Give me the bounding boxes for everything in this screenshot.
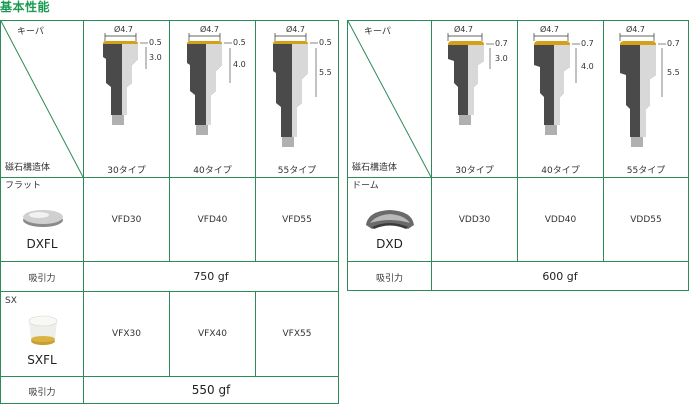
dim-height-label: 3.0 [149, 53, 162, 62]
product-vdd40: VDD40 [544, 215, 577, 225]
diameter-label: Ø4.7 [626, 24, 645, 34]
sxfl-model-label: SXFL [27, 353, 57, 367]
keeper-label: キーパ [364, 27, 391, 37]
sx-force-label: 吸引力 [28, 388, 56, 398]
dim-top-label: 0.5 [149, 38, 162, 47]
keeper-55-cell: Ø4.7 0.5 5.5 55タイプ [256, 21, 338, 177]
product-vfx40: VFX40 [198, 329, 227, 339]
right-spec-table: キーパ 磁石構造体 Ø4.7 0.7 3.0 30タイプ Ø4.7 [347, 20, 689, 291]
keeper-30-diagram: Ø4.7 0.5 3.0 [103, 24, 162, 125]
magnet-structure-label: 磁石構造体 [352, 163, 398, 173]
magnet-structure-label: 磁石構造体 [5, 163, 51, 173]
diameter-label: Ø4.7 [540, 24, 559, 34]
flat-category-label: フラット [5, 181, 42, 191]
keeper-40-diagram: Ø4.7 0.5 4.0 [187, 24, 246, 135]
dxfl-magnet-image [23, 210, 63, 227]
dim-height-label: 4.0 [233, 60, 246, 69]
flat-force-label: 吸引力 [28, 274, 56, 284]
sx-force-value: 550 gf [191, 383, 231, 397]
left-spec-table: キーパ 磁石構造体 Ø4.7 0.5 3.0 30タイプ Ø4.7 [0, 20, 339, 404]
keeper-30-cell: Ø4.7 0.7 3.0 30タイプ [432, 21, 517, 177]
type-30-label: 30タイプ [455, 166, 494, 176]
sxfl-magnet-image [28, 315, 58, 345]
keeper-40-cell: Ø4.7 0.5 4.0 40タイプ [170, 21, 255, 177]
dim-height-label: 3.0 [495, 54, 508, 63]
product-vfd30: VFD30 [111, 215, 142, 225]
product-vfd55: VFD55 [282, 215, 312, 225]
dxfl-model-label: DXFL [26, 237, 58, 251]
product-vfx30: VFX30 [112, 329, 141, 339]
dome-force-value: 600 gf [542, 270, 578, 283]
dxd-magnet-image [366, 210, 414, 229]
keeper-30-diagram: Ø4.7 0.7 3.0 [447, 24, 508, 125]
keeper-30-cell: Ø4.7 0.5 3.0 30タイプ [84, 21, 169, 177]
header-diagonal [348, 21, 431, 177]
flat-force-value: 750 gf [193, 270, 229, 283]
dxd-model-label: DXD [376, 237, 403, 251]
keeper-40-diagram: Ø4.7 0.7 4.0 [533, 24, 594, 135]
product-vfx55: VFX55 [282, 329, 312, 339]
header-diagonal [1, 21, 83, 177]
diameter-label: Ø4.7 [200, 24, 219, 34]
type-55-label: 55タイプ [277, 166, 317, 176]
type-55-label: 55タイプ [626, 166, 666, 176]
diameter-label: Ø4.7 [454, 24, 473, 34]
product-vdd55: VDD55 [630, 215, 662, 225]
product-vfd40: VFD40 [197, 215, 228, 225]
diameter-label: Ø4.7 [286, 24, 305, 34]
dim-height-label: 4.0 [581, 62, 594, 71]
dome-force-label: 吸引力 [375, 274, 403, 284]
keeper-55-cell: Ø4.7 0.7 5.5 55タイプ [604, 21, 688, 177]
dim-top-label: 0.5 [319, 38, 332, 47]
type-40-label: 40タイプ [541, 166, 580, 176]
dim-top-label: 0.5 [233, 38, 246, 47]
dome-category-label: ドーム [352, 181, 379, 191]
dim-height-label: 5.5 [319, 68, 332, 77]
dim-top-label: 0.7 [495, 39, 508, 48]
type-40-label: 40タイプ [193, 166, 232, 176]
type-30-label: 30タイプ [107, 166, 146, 176]
keeper-40-cell: Ø4.7 0.7 4.0 40タイプ [518, 21, 603, 177]
diameter-label: Ø4.7 [114, 24, 133, 34]
dim-height-label: 5.5 [667, 68, 680, 77]
page-title: 基本性能 [0, 0, 51, 14]
sx-category-label: SX [5, 296, 17, 306]
keeper-55-diagram: Ø4.7 0.5 5.5 [273, 24, 332, 147]
keeper-55-diagram: Ø4.7 0.7 5.5 [619, 24, 680, 147]
product-vdd30: VDD30 [458, 215, 491, 225]
dim-top-label: 0.7 [581, 39, 594, 48]
dim-top-label: 0.7 [667, 39, 680, 48]
keeper-label: キーパ [17, 27, 44, 37]
